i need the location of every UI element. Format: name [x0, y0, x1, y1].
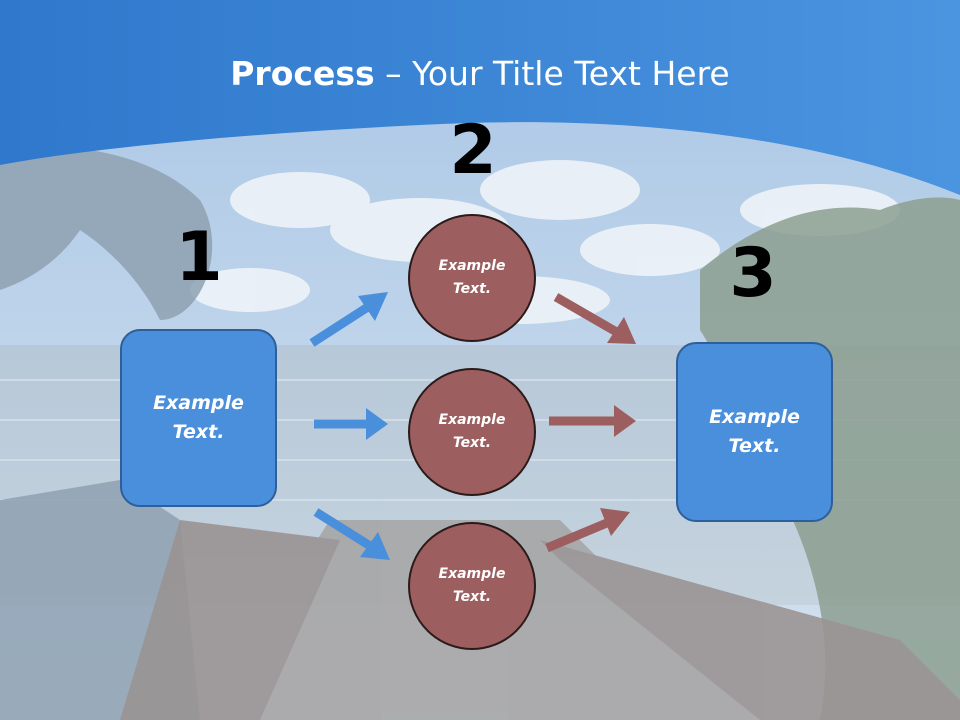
arrow-red-down: [553, 293, 636, 344]
step-number-2: 2: [449, 111, 497, 190]
left-step-box-line2: Text.: [172, 421, 225, 443]
arrow-blue-up: [309, 292, 388, 347]
step-number-3: 3: [729, 234, 777, 313]
step-circle-2-line2: Text.: [452, 435, 492, 451]
step-circle-3[interactable]: Example Text.: [408, 522, 536, 650]
right-step-box-text: Example Text.: [709, 403, 800, 461]
step-circle-2[interactable]: Example Text.: [408, 368, 536, 496]
step-number-1: 1: [175, 218, 223, 297]
step-circle-1-line2: Text.: [452, 281, 492, 297]
title-bold: Process: [230, 54, 375, 93]
arrow-red-right: [549, 405, 636, 437]
step-circle-3-line1: Example: [438, 566, 506, 582]
left-step-box[interactable]: Example Text.: [120, 329, 277, 507]
left-step-box-text: Example Text.: [153, 389, 244, 447]
right-step-box-line2: Text.: [728, 435, 781, 457]
step-circle-1[interactable]: Example Text.: [408, 214, 536, 342]
arrow-blue-right: [314, 408, 388, 440]
header-band: [0, 0, 960, 195]
title-rest: – Your Title Text Here: [374, 54, 730, 93]
step-circle-2-line1: Example: [438, 412, 506, 428]
right-step-box-line1: Example: [709, 406, 800, 428]
left-step-box-line1: Example: [153, 392, 244, 414]
step-circle-3-line2: Text.: [452, 589, 492, 605]
right-step-box[interactable]: Example Text.: [676, 342, 833, 522]
slide-title: Process – Your Title Text Here: [0, 52, 960, 96]
arrow-red-up: [545, 508, 630, 553]
step-circle-1-line1: Example: [438, 258, 506, 274]
arrow-blue-down: [313, 508, 390, 560]
